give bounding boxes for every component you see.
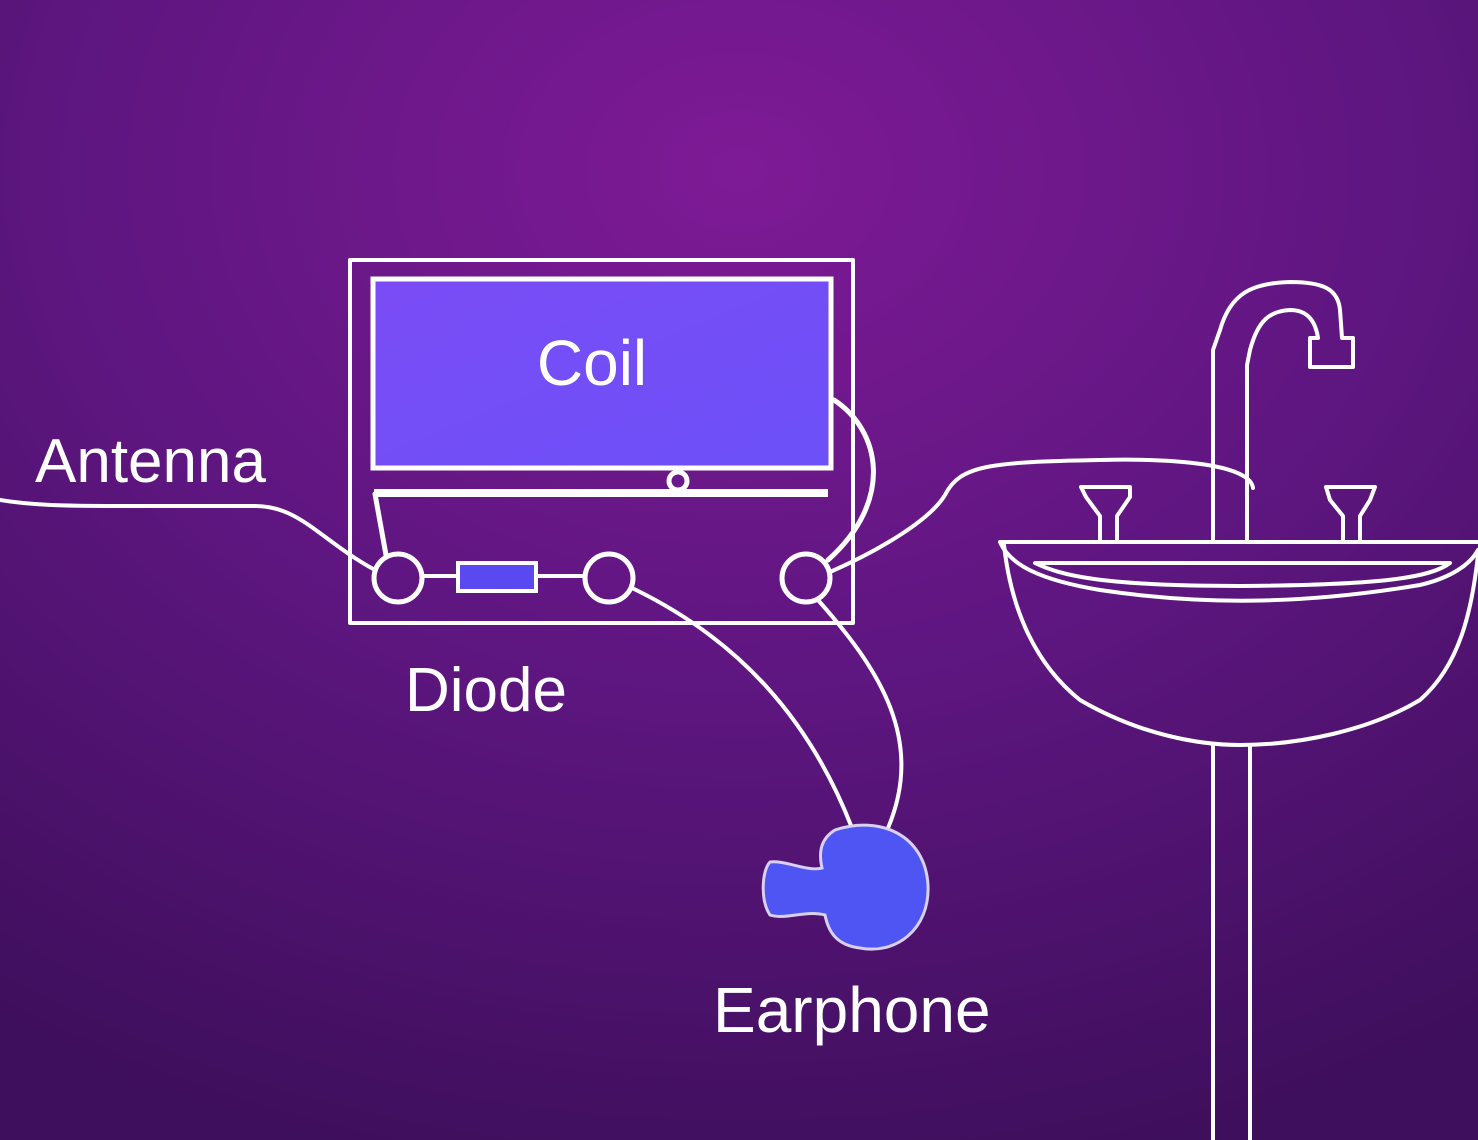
coil-label: Coil <box>537 327 647 399</box>
terminal-3 <box>779 551 833 605</box>
antenna-label: Antenna <box>35 427 267 496</box>
diode <box>456 561 538 593</box>
coil-lead-right <box>825 397 876 563</box>
earphone-icon <box>761 823 930 951</box>
earphone-wire-1 <box>630 586 854 830</box>
coil-box <box>370 276 834 471</box>
diode-label: Diode <box>405 656 567 725</box>
earphone-label: Earphone <box>713 974 991 1046</box>
coil-lead-left <box>372 491 389 558</box>
sink-icon <box>998 280 1478 1140</box>
ground-wire <box>828 457 1255 574</box>
coil-tap <box>666 469 690 493</box>
circuit-board <box>348 258 855 625</box>
antenna-wire <box>0 498 377 572</box>
earphone-wire-2 <box>816 598 904 830</box>
